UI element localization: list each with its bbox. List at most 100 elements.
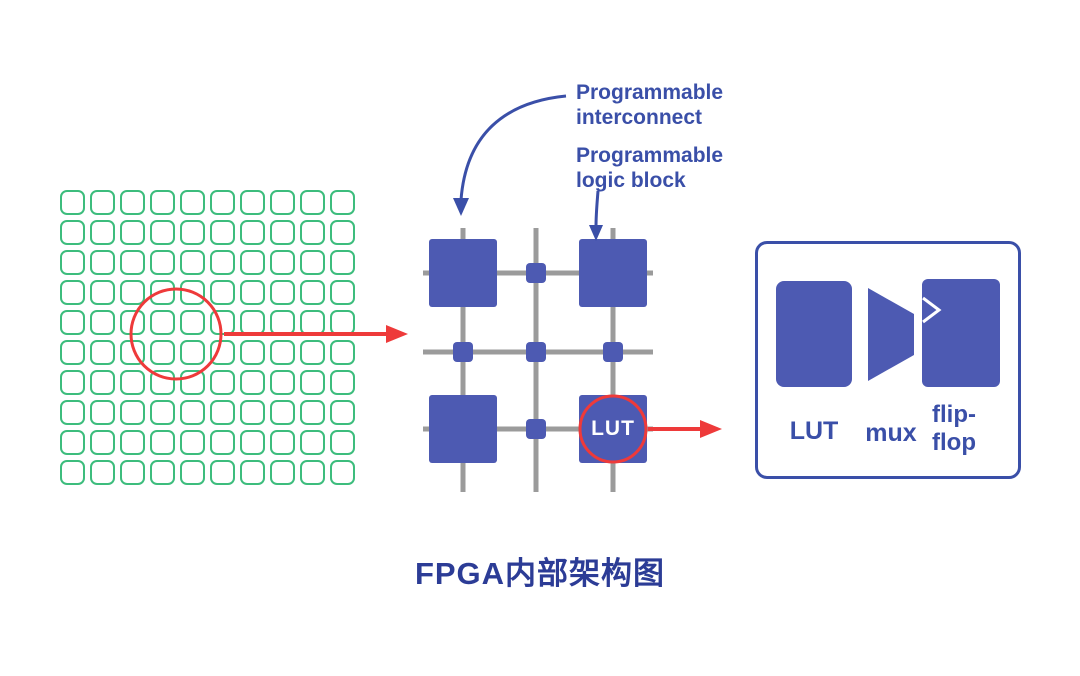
grid-cell <box>90 220 115 245</box>
grid-cell <box>330 340 355 365</box>
grid-cell <box>120 370 145 395</box>
flipflop-label-line2: flop <box>932 429 976 456</box>
diagram-title: FPGA内部架构图 <box>414 556 666 591</box>
flipflop-label-line1: flip- <box>932 401 976 428</box>
grid-cell <box>210 400 235 425</box>
lut-label: LUT <box>789 417 839 445</box>
grid-cell <box>240 460 265 485</box>
grid-cell <box>240 190 265 215</box>
grid-cell <box>210 250 235 275</box>
grid-cell <box>210 430 235 455</box>
grid-cell <box>210 280 235 305</box>
grid-cell <box>180 460 205 485</box>
grid-cell <box>120 280 145 305</box>
grid-cell <box>60 280 85 305</box>
arrow-right-icon <box>386 325 408 343</box>
grid-cell <box>150 430 175 455</box>
interconnect-label-line2: interconnect <box>576 106 703 129</box>
grid-cell <box>180 370 205 395</box>
grid-cell <box>120 430 145 455</box>
grid-cell <box>90 310 115 335</box>
grid-cell <box>180 430 205 455</box>
grid-cell <box>90 250 115 275</box>
interconnect-switch <box>603 342 623 362</box>
grid-cell <box>210 190 235 215</box>
grid-cell <box>210 310 235 335</box>
grid-cell <box>90 370 115 395</box>
lut-block-label: LUT <box>591 417 635 440</box>
grid-cell <box>240 430 265 455</box>
grid-cell <box>240 220 265 245</box>
grid-cell <box>240 340 265 365</box>
grid-cell <box>120 340 145 365</box>
grid-cell <box>300 340 325 365</box>
grid-cell <box>240 310 265 335</box>
grid-cell <box>150 310 175 335</box>
grid-cell <box>270 340 295 365</box>
grid-cell <box>330 220 355 245</box>
grid-cell <box>330 280 355 305</box>
grid-cell <box>90 190 115 215</box>
grid-cell <box>270 400 295 425</box>
grid-cell <box>180 190 205 215</box>
grid-cell <box>60 430 85 455</box>
grid-cell <box>240 250 265 275</box>
grid-cell <box>300 370 325 395</box>
grid-cell <box>120 400 145 425</box>
grid-cell <box>270 460 295 485</box>
grid-cell <box>60 220 85 245</box>
interconnect-label-line1: Programmable <box>576 81 724 104</box>
grid-cell <box>120 460 145 485</box>
arrow-down-head-icon <box>453 198 469 216</box>
grid-cell <box>180 310 205 335</box>
grid-cell <box>300 190 325 215</box>
grid-cell <box>150 370 175 395</box>
grid-cell <box>330 400 355 425</box>
grid-cell <box>60 370 85 395</box>
grid-cell <box>60 190 85 215</box>
grid-cell <box>270 370 295 395</box>
grid-cell <box>330 430 355 455</box>
grid-cell <box>300 220 325 245</box>
grid-cell <box>60 460 85 485</box>
fpga-chip-grid <box>60 190 355 485</box>
grid-cell <box>270 280 295 305</box>
lut-shape <box>776 281 852 387</box>
grid-cell <box>270 250 295 275</box>
grid-cell <box>210 340 235 365</box>
grid-cell <box>90 430 115 455</box>
interconnect-switch <box>453 342 473 362</box>
grid-cell <box>150 280 175 305</box>
grid-cell <box>300 250 325 275</box>
grid-cell <box>120 190 145 215</box>
arrow-right-icon <box>700 420 722 438</box>
interconnect-switch <box>526 263 546 283</box>
clock-edge-triangle-icon <box>922 296 942 324</box>
logic-block-label: Programmable logic block <box>576 143 723 193</box>
grid-cell <box>240 280 265 305</box>
grid-cell <box>300 310 325 335</box>
logic-block-label-line1: Programmable <box>576 144 724 167</box>
grid-cell <box>90 340 115 365</box>
grid-cell <box>120 250 145 275</box>
interconnect-switch <box>526 419 546 439</box>
curved-arrow-down-icon <box>459 94 567 201</box>
grid-cell <box>150 400 175 425</box>
interconnect-switch <box>526 342 546 362</box>
grid-cell <box>240 370 265 395</box>
grid-cell <box>270 190 295 215</box>
grid-cell <box>180 250 205 275</box>
grid-cell <box>300 400 325 425</box>
grid-cell <box>330 370 355 395</box>
grid-cell <box>180 400 205 425</box>
grid-cell <box>180 340 205 365</box>
logic-block-label-line2: logic block <box>576 169 686 192</box>
arrow-down-icon <box>594 190 600 228</box>
grid-cell <box>270 430 295 455</box>
grid-cell <box>180 280 205 305</box>
grid-cell <box>180 220 205 245</box>
grid-cell <box>60 250 85 275</box>
grid-cell <box>150 220 175 245</box>
mux-label: mux <box>865 419 917 447</box>
